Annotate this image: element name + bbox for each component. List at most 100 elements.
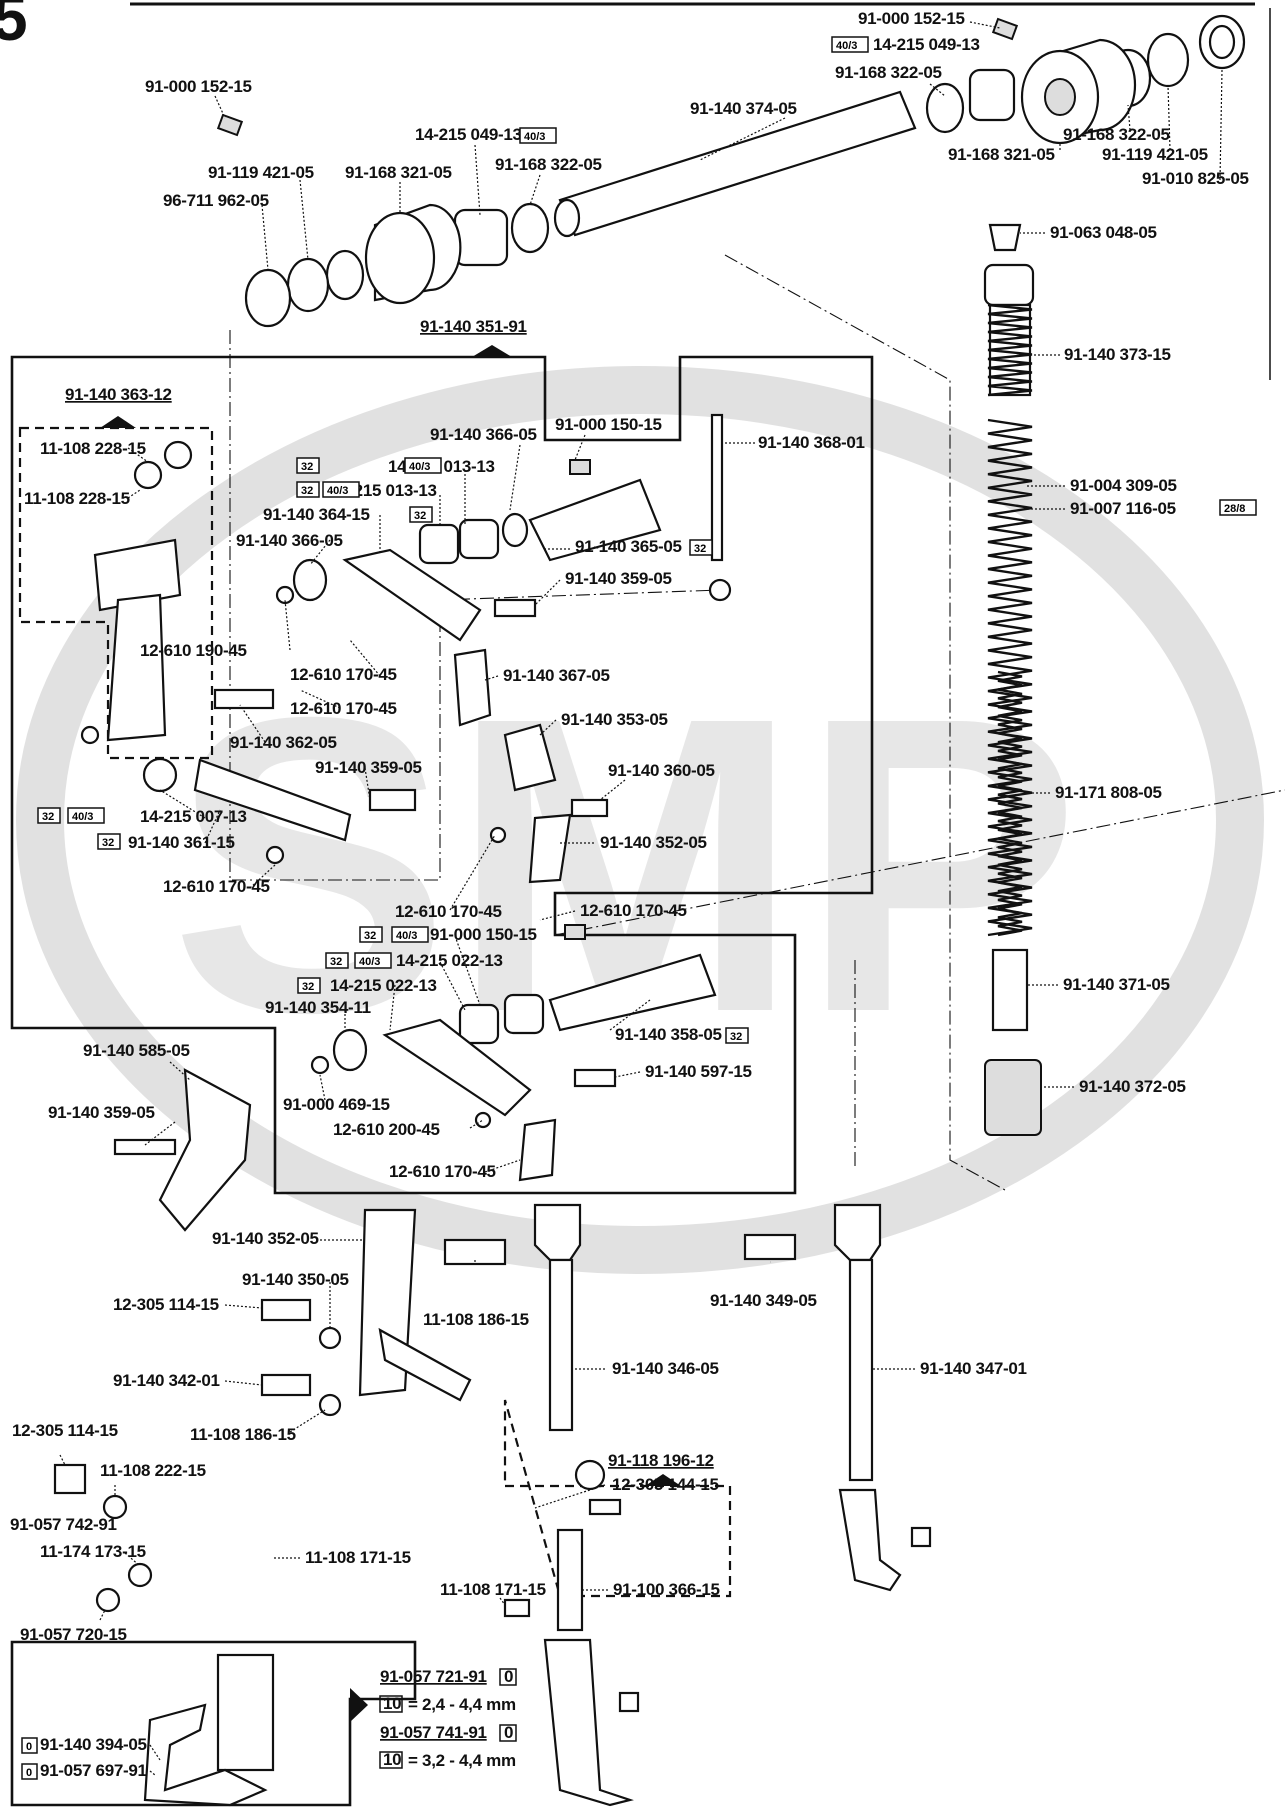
code-badge-text: 32 — [364, 930, 376, 942]
clamp-icon — [574, 1459, 606, 1491]
part-number-label: 91-140 352-05 — [212, 1229, 319, 1248]
main-assembly-box — [10, 355, 874, 1195]
part-number-label: 12-610 170-45 — [580, 901, 687, 920]
leader-line — [529, 174, 541, 206]
part-number-label: 91-168 322-05 — [495, 155, 602, 174]
leader-line — [284, 599, 291, 651]
set-screw-icon — [991, 17, 1019, 41]
retaining-ring-icon — [489, 826, 507, 844]
leader-line — [534, 579, 561, 606]
leader-line — [534, 1484, 606, 1509]
code-badge — [1219, 499, 1257, 516]
spacer-ring-icon — [1146, 32, 1190, 88]
code-badge-text: 40/3 — [72, 811, 93, 823]
part-number-label: 91-140 597-15 — [645, 1062, 752, 1081]
crank-arm-icon — [382, 1018, 532, 1117]
part-number-label: 91-140 358-05 — [615, 1025, 722, 1044]
part-number-label: 91-140 364-15 — [263, 505, 370, 524]
left-subgroup-parts — [80, 440, 417, 865]
watermark: SMP — [16, 366, 1264, 1274]
svg-text:0: 0 — [504, 1723, 513, 1742]
set-screw-icon — [564, 924, 586, 940]
screw-icon — [127, 1562, 153, 1588]
leader-line — [614, 1071, 641, 1078]
part-number-label: 91-004 309-05 — [1070, 476, 1177, 495]
leader-line — [249, 864, 276, 889]
lever-icon — [158, 1068, 252, 1232]
leader-line — [149, 1770, 156, 1776]
leader-line — [289, 1409, 326, 1433]
part-number-label: 11-174 173-15 — [40, 1542, 146, 1561]
needle-bearing-icon — [453, 208, 509, 267]
part-number-label: 91-140 361-15 — [128, 833, 235, 852]
washer-icon — [332, 1028, 368, 1072]
needle-bearing-icon — [142, 757, 178, 793]
bar-head-icon — [533, 1203, 582, 1262]
screw-icon — [163, 440, 193, 470]
middle-lower-parts — [310, 924, 717, 1182]
code-badge — [391, 926, 429, 943]
leader-line — [99, 1609, 106, 1621]
pressure-weight-icon — [984, 1059, 1042, 1136]
code-badge — [325, 952, 349, 969]
leader-line — [439, 961, 466, 1011]
part-number-label: 91-140 353-05 — [561, 710, 668, 729]
part-number-label: 11-108 222-15 — [100, 1461, 206, 1480]
part-number-label: 91-140 366-05 — [430, 425, 537, 444]
part-number-label: 91-010 825-05 — [1142, 169, 1249, 188]
washer-icon — [292, 558, 328, 602]
screw-icon — [53, 1463, 87, 1495]
legend-range-1: = 2,4 - 4,4 mm — [408, 1695, 516, 1714]
part-number-label: 91-000 152-15 — [145, 77, 252, 96]
code-badge — [97, 833, 121, 850]
leader-line — [149, 1744, 161, 1761]
code-badge — [21, 1763, 38, 1780]
part-number-label: 11-108 186-15 — [190, 1425, 296, 1444]
part-number-label: 91-057 720-15 — [20, 1625, 127, 1644]
part-number-label: 12-610 170-45 — [290, 699, 397, 718]
presser-foot-icon — [543, 1638, 634, 1807]
part-number-label: 91-140 365-05 — [575, 537, 682, 556]
part-number-label: 12-610 170-45 — [395, 902, 502, 921]
set-screw-icon — [216, 113, 244, 137]
leader-line — [1167, 85, 1171, 151]
arrow-up-icon — [645, 1474, 681, 1486]
part-number-label: 12-610 170-45 — [290, 665, 397, 684]
leader-line — [1219, 69, 1223, 181]
part-number-label: 12-610 200-45 — [333, 1120, 440, 1139]
part-number-label: 91-140 394-05 — [40, 1735, 147, 1754]
bottom-subgroup-box — [503, 1399, 732, 1598]
middle-upper-parts — [275, 413, 732, 884]
retaining-ring-icon — [474, 1111, 492, 1129]
shaft-icon — [528, 478, 662, 562]
part-labels: 91-000 152-15 14-215 049-13 91-168 322-05 9… — [10, 9, 1257, 1780]
leader-line — [214, 95, 226, 119]
screw-icon — [95, 1587, 121, 1613]
part-number-label: 12-305 114-15 — [113, 1295, 219, 1314]
screw-icon — [133, 460, 163, 490]
screw-head-icon — [983, 263, 1035, 307]
retaining-ring-icon — [265, 845, 285, 865]
code-badge-text: 32 — [414, 510, 426, 522]
needle-bearing-icon — [503, 993, 545, 1035]
part-number-label: 91-140 359-05 — [315, 758, 422, 777]
part-number-label: 91-140 350-05 — [242, 1270, 349, 1289]
svg-text:0: 0 — [504, 1667, 513, 1686]
code-badge-text: 32 — [301, 485, 313, 497]
link-icon — [453, 648, 492, 727]
svg-text:10: 10 — [383, 1694, 401, 1713]
retaining-ring-icon — [80, 725, 100, 745]
part-number-label: 91-119 421-05 — [1102, 145, 1208, 164]
option-marker-box — [618, 1691, 640, 1713]
code-badge-text: 32 — [694, 543, 706, 555]
centerline-right — [724, 254, 1006, 1191]
code-badge-text: 32 — [302, 981, 314, 993]
pin-icon — [493, 598, 537, 618]
thread-icon — [987, 303, 1033, 397]
code-badge — [297, 977, 321, 994]
part-number-label: 14-215 049-13 — [415, 125, 522, 144]
part-number-label: 91-168 321-05 — [948, 145, 1055, 164]
screw-icon — [260, 1298, 312, 1322]
link-icon — [528, 813, 572, 884]
code-badge — [409, 506, 433, 523]
